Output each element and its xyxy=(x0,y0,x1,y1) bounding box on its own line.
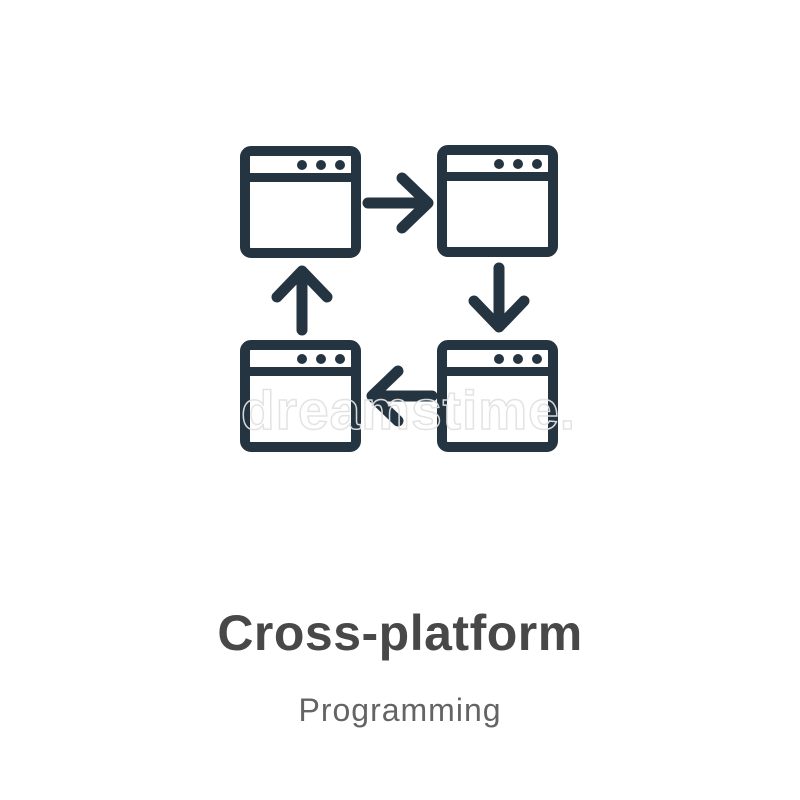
window-dot-icon xyxy=(494,158,504,169)
window-divider xyxy=(447,367,548,376)
window-dot-icon xyxy=(513,353,523,364)
window-titlebar xyxy=(447,350,548,367)
window-titlebar xyxy=(447,155,548,172)
window-dot-icon xyxy=(532,158,542,169)
browser-window-icon xyxy=(240,340,361,452)
window-dot-icon xyxy=(335,159,345,170)
image-subtitle: Programming xyxy=(298,692,502,728)
arrow-right-icon xyxy=(362,172,434,234)
window-titlebar xyxy=(250,156,351,173)
window-divider xyxy=(250,173,351,182)
window-divider xyxy=(250,367,351,376)
window-dot-icon xyxy=(316,353,326,364)
window-titlebar xyxy=(250,350,351,367)
window-dot-icon xyxy=(335,353,345,364)
window-dot-icon xyxy=(297,353,307,364)
image-title: Cross-platform xyxy=(217,605,583,661)
window-content xyxy=(447,376,548,442)
window-dot-icon xyxy=(513,158,523,169)
window-divider xyxy=(447,172,548,181)
window-content xyxy=(250,376,351,442)
window-dot-icon xyxy=(316,159,326,170)
browser-window-icon xyxy=(240,146,361,258)
window-content xyxy=(250,182,351,248)
arrow-down-icon xyxy=(468,262,530,333)
window-dot-icon xyxy=(494,353,504,364)
browser-window-icon xyxy=(437,340,558,452)
browser-window-icon xyxy=(437,145,558,257)
arrow-up-icon xyxy=(271,265,333,336)
window-dot-icon xyxy=(532,353,542,364)
window-content xyxy=(447,181,548,247)
window-dot-icon xyxy=(297,159,307,170)
arrow-left-icon xyxy=(366,365,438,427)
